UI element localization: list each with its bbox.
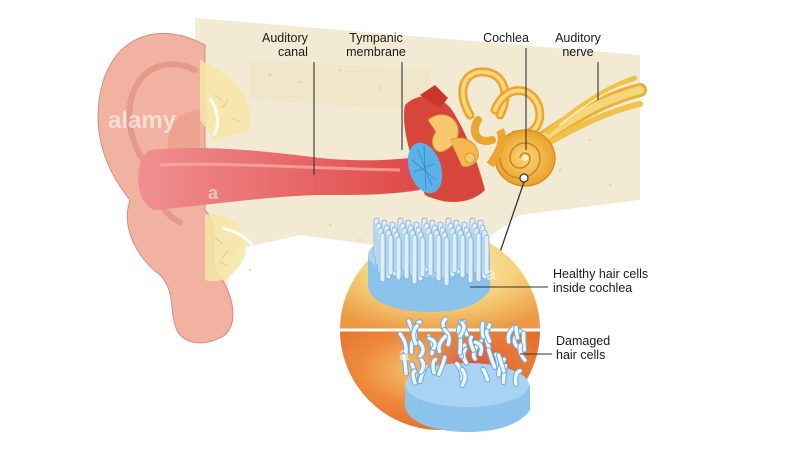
damaged-hair-cell	[468, 335, 476, 352]
damaged-hair-cell	[506, 325, 517, 344]
damaged-hair-cell	[481, 367, 490, 382]
damaged-hair-cell	[437, 334, 448, 354]
healthy-hair-cell	[411, 234, 418, 285]
healthy-hair-cell	[379, 232, 386, 283]
damaged-hair-cell	[419, 358, 426, 374]
damaged-hair-cell	[473, 340, 484, 356]
auditory-canal-label: Auditory canal	[262, 31, 308, 59]
auditory-canal	[138, 147, 420, 210]
damaged-hair-cell	[431, 357, 438, 375]
svg-text:alamy: alamy	[108, 107, 177, 134]
damaged-cell-bundle	[397, 316, 528, 388]
healthy-hair-cell	[451, 232, 458, 274]
svg-text:a: a	[399, 344, 410, 364]
healthy-hair-cell	[483, 234, 490, 276]
damaged-hair-cell	[460, 367, 467, 387]
damaged-hair-cell	[513, 369, 522, 386]
watermark: alamy a a a	[108, 107, 497, 364]
damaged-hair-cells-label: Damaged hair cells	[556, 334, 611, 362]
damaged-hair-cell	[442, 327, 451, 347]
cochlea-label: Cochlea	[483, 31, 529, 45]
damaged-hair-cell	[480, 321, 485, 339]
auditory-nerve-label: Auditory nerve	[555, 31, 601, 59]
zoom-connector	[497, 181, 525, 259]
healthy-hair-cells-label: Healthy hair cells inside cochlea	[553, 267, 649, 295]
healthy-hair-cell	[459, 234, 466, 279]
svg-text:a: a	[486, 264, 497, 284]
healthy-hair-cell	[443, 236, 450, 287]
healthy-hair-cell	[467, 236, 474, 284]
damaged-hair-cell	[518, 343, 527, 363]
damaged-hair-cell	[496, 353, 506, 373]
damaged-hair-cell	[521, 331, 527, 352]
damaged-hair-cell	[411, 324, 419, 346]
cochlea	[486, 128, 556, 187]
healthy-hair-cell	[403, 232, 410, 280]
damaged-hair-cell	[437, 355, 447, 376]
auditory-nerve	[533, 75, 647, 148]
damaged-hair-cell	[514, 325, 520, 340]
healthy-hair-cell	[395, 236, 402, 281]
healthy-cell-bundle	[373, 217, 490, 287]
svg-text:a: a	[208, 183, 219, 203]
healthy-hair-cell	[427, 232, 434, 277]
healthy-hair-cells	[368, 217, 490, 312]
healthy-hair-cell	[475, 232, 482, 283]
healthy-hair-cell	[419, 236, 426, 278]
damaged-hair-cell	[427, 336, 437, 351]
damaged-hair-cell	[411, 369, 417, 385]
ossicles	[427, 114, 479, 167]
damaged-hair-cell	[398, 332, 408, 354]
healthy-hair-cell	[387, 234, 394, 276]
tympanic-membrane-label: Tympanic membrane	[346, 31, 406, 59]
tympanic-membrane	[407, 142, 443, 194]
damaged-hair-cell	[458, 321, 466, 338]
label-pointers	[313, 48, 599, 355]
healthy-hair-cell	[435, 234, 442, 282]
damaged-hair-cell	[402, 354, 408, 376]
damaged-hair-cell	[484, 329, 492, 344]
damaged-hair-cells	[397, 316, 530, 432]
damaged-hair-cell	[486, 348, 497, 369]
damaged-hair-cell	[417, 340, 425, 359]
